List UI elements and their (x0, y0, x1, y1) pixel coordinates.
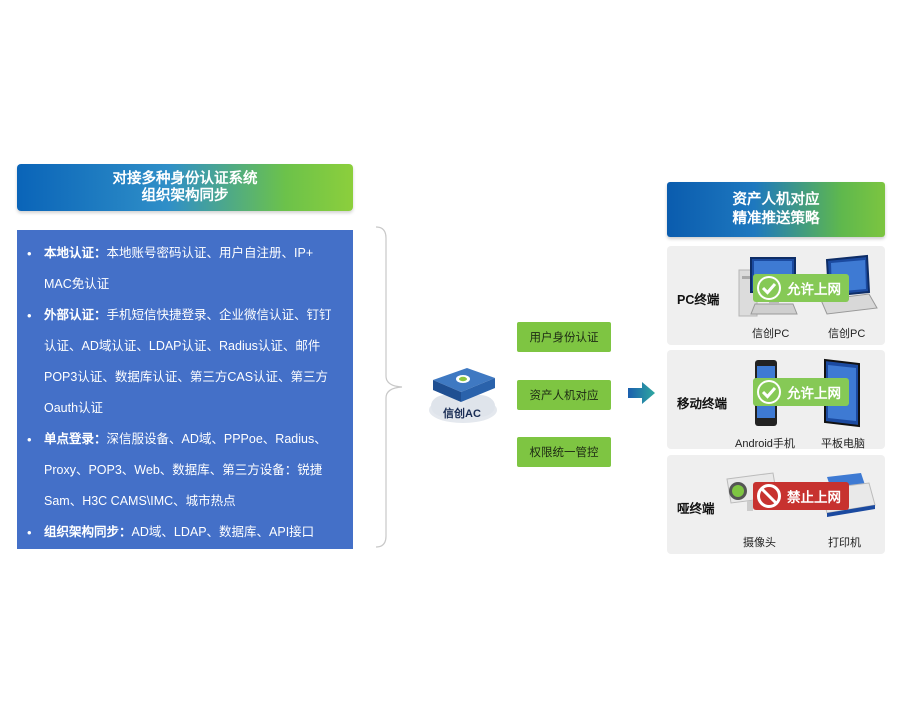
bullet-text-line: AD域、LDAP、数据库、API接口 (131, 525, 315, 539)
bullet-dot: • (27, 308, 32, 323)
bullet-label: 外部认证： (44, 308, 107, 322)
arrow-right-icon (628, 382, 655, 404)
bracket-connector (375, 226, 403, 548)
device-caption: 信创PC (828, 328, 866, 340)
check-circle-icon (757, 276, 781, 300)
card-title: PC终端 (677, 293, 720, 307)
device-caption: 平板电脑 (821, 438, 865, 450)
bullet-text-line: 本地账号密码认证、用户自注册、IP+ (106, 246, 314, 260)
bullet-text-line: 认证、AD域认证、LDAP认证、Radius认证、邮件 (44, 339, 321, 353)
auth-methods-panel: • 本地认证：本地账号密码认证、用户自注册、IP+ MAC免认证 • 外部认证：… (17, 230, 353, 549)
check-circle-icon (757, 380, 781, 404)
asset-strategy-title-line1: 资产人机对应 (732, 192, 820, 208)
allow-badge: 允许上网 (753, 378, 849, 406)
card-dumb-terminal: 哑终端 禁止上网 摄像头 打印机 (667, 455, 885, 554)
ac-device-label: 信创AC (443, 408, 481, 420)
bullet-label: 本地认证： (44, 246, 107, 260)
bullet-text-line: 深信服设备、AD域、PPPoe、Radius、 (106, 432, 327, 446)
bullet-text-line: POP3认证、数据库认证、第三方CAS认证、第三方 (44, 370, 329, 384)
bullet-sso: • 单点登录：深信服设备、AD域、PPPoe、Radius、 Proxy、POP… (27, 424, 343, 517)
allow-badge: 允许上网 (753, 274, 849, 302)
deny-badge-text: 禁止上网 (787, 490, 841, 505)
auth-systems-header: 对接多种身份认证系统 组织架构同步 (17, 164, 353, 211)
bullet-external-auth: • 外部认证：手机短信快捷登录、企业微信认证、钉钉 认证、AD域认证、LDAP认… (27, 300, 343, 424)
auth-systems-title-line1: 对接多种身份认证系统 (112, 171, 258, 187)
bullet-dot: • (27, 432, 32, 447)
bullet-local-auth: • 本地认证：本地账号密码认证、用户自注册、IP+ MAC免认证 (27, 238, 343, 300)
allow-badge-text: 允许上网 (787, 386, 841, 401)
device-caption: Android手机 (735, 438, 795, 450)
auth-systems-title-line2: 组织架构同步 (141, 188, 229, 204)
asset-strategy-header: 资产人机对应 精准推送策略 (667, 182, 885, 237)
deny-badge: 禁止上网 (753, 482, 849, 510)
bullet-label: 单点登录： (44, 432, 107, 446)
bullet-text-line: MAC免认证 (44, 277, 110, 291)
bullet-text-line: Sam、H3C CAMS\IMC、城市热点 (44, 494, 236, 508)
forbidden-icon (757, 484, 781, 508)
card-mobile-terminal: 移动终端 允许上网 Android手机 平板电脑 (667, 350, 885, 450)
feature-asset-mapping: 资产人机对应 (517, 380, 611, 410)
asset-strategy-title-line2: 精准推送策略 (732, 211, 820, 227)
bullet-text-line: Oauth认证 (44, 401, 104, 415)
bullet-org-sync: • 组织架构同步：AD域、LDAP、数据库、API接口 (27, 517, 343, 548)
feature-permission-control: 权限统一管控 (517, 437, 611, 467)
bullet-dot: • (27, 525, 32, 540)
feature-user-auth: 用户身份认证 (517, 322, 611, 352)
card-title: 哑终端 (677, 502, 715, 516)
device-caption: 摄像头 (743, 537, 776, 549)
device-caption: 信创PC (752, 328, 790, 340)
bullet-dot: • (27, 246, 32, 261)
card-pc-terminal: PC终端 允许上网 信创PC 信创PC (667, 246, 885, 345)
bullet-text-line: 手机短信快捷登录、企业微信认证、钉钉 (106, 308, 332, 322)
bullet-label: 组织架构同步： (44, 525, 132, 539)
allow-badge-text: 允许上网 (787, 282, 841, 297)
bullet-text-line: Proxy、POP3、Web、数据库、第三方设备：锐捷 (44, 463, 323, 477)
card-title: 移动终端 (677, 397, 728, 411)
device-caption: 打印机 (828, 537, 861, 549)
ac-device-icon (429, 368, 497, 423)
